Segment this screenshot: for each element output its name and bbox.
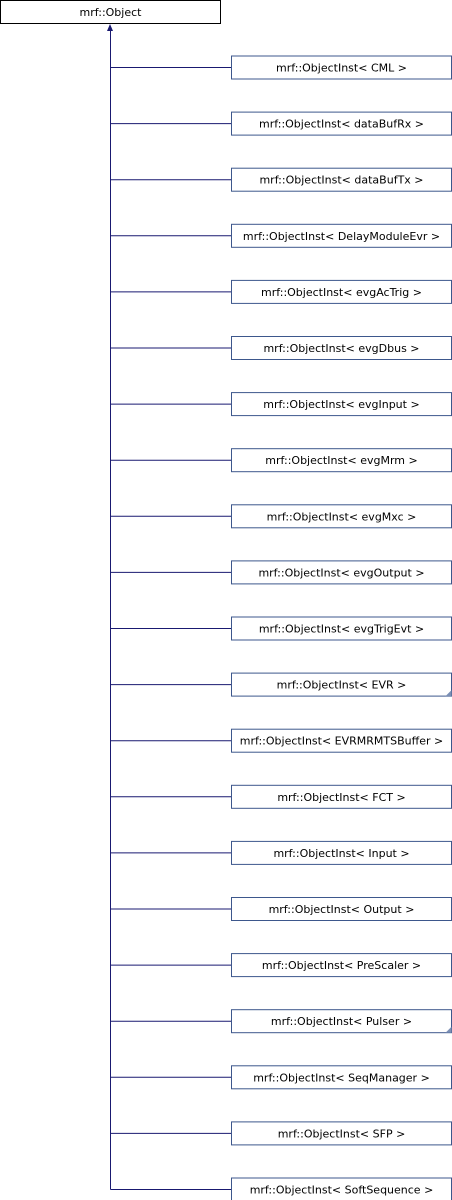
derived-class-node-delaymoduleevr[interactable]: mrf::ObjectInst< DelayModuleEvr > [110,223,452,248]
derived-class-label: mrf::ObjectInst< evgInput > [263,398,419,411]
base-class-node[interactable]: mrf::Object [0,0,221,24]
derived-class-label: mrf::ObjectInst< evgAcTrig > [261,286,422,299]
derived-class-node-evginput[interactable]: mrf::ObjectInst< evgInput > [110,392,452,417]
derived-class-label: mrf::ObjectInst< SFP > [278,1127,406,1140]
derived-class-node-prescaler[interactable]: mrf::ObjectInst< PreScaler > [110,953,452,978]
derived-class-label: mrf::ObjectInst< EVR > [277,679,407,692]
derived-class-label: mrf::ObjectInst< EVRMRMTSBuffer > [240,735,443,748]
derived-class-node-evgactrig[interactable]: mrf::ObjectInst< evgAcTrig > [110,279,452,304]
derived-class-label: mrf::ObjectInst< Input > [273,847,409,860]
derived-class-label: mrf::ObjectInst< evgDbus > [263,342,419,355]
derived-class-label: mrf::ObjectInst< evgTrigEvt > [259,623,424,636]
derived-class-label: mrf::ObjectInst< evgMxc > [267,510,417,523]
derived-class-node-evgmrm[interactable]: mrf::ObjectInst< evgMrm > [110,448,452,473]
derived-class-node-databufrx[interactable]: mrf::ObjectInst< dataBufRx > [110,111,452,136]
derived-class-label: mrf::ObjectInst< PreScaler > [262,959,421,972]
derived-class-node-seqmanager[interactable]: mrf::ObjectInst< SeqManager > [110,1065,452,1090]
derived-class-node-sfp[interactable]: mrf::ObjectInst< SFP > [110,1121,452,1146]
derived-class-node-softsequence[interactable]: mrf::ObjectInst< SoftSequence > [110,1177,452,1200]
derived-class-node-evgtrigevt[interactable]: mrf::ObjectInst< evgTrigEvt > [110,616,452,641]
derived-class-node-cml[interactable]: mrf::ObjectInst< CML > [110,55,452,80]
derived-class-label: mrf::ObjectInst< evgOutput > [258,566,424,579]
derived-class-node-evgmxc[interactable]: mrf::ObjectInst< evgMxc > [110,504,452,529]
derived-class-label: mrf::ObjectInst< dataBufTx > [259,174,423,187]
derived-class-node-input[interactable]: mrf::ObjectInst< Input > [110,840,452,865]
derived-class-node-evgdbus[interactable]: mrf::ObjectInst< evgDbus > [110,336,452,360]
base-class-label: mrf::Object [80,6,143,19]
derived-class-label: mrf::ObjectInst< CML > [276,62,407,75]
derived-class-node-pulser[interactable]: mrf::ObjectInst< Pulser > [110,1009,452,1034]
derived-class-label: mrf::ObjectInst< FCT > [277,791,405,804]
derived-class-list: mrf::ObjectInst< CML >mrf::ObjectInst< d… [110,55,452,1200]
inheritance-arrowhead [107,24,113,31]
derived-class-label: mrf::ObjectInst< Pulser > [271,1015,412,1028]
derived-class-node-evrmrmtsbuffer[interactable]: mrf::ObjectInst< EVRMRMTSBuffer > [110,728,452,753]
derived-class-node-evr[interactable]: mrf::ObjectInst< EVR > [110,672,452,697]
more-subclasses-marker [445,1026,452,1033]
derived-class-node-fct[interactable]: mrf::ObjectInst< FCT > [110,784,452,809]
derived-class-label: mrf::ObjectInst< evgMrm > [265,454,417,467]
derived-class-label: mrf::ObjectInst< DelayModuleEvr > [243,230,440,243]
derived-class-node-databuftx[interactable]: mrf::ObjectInst< dataBufTx > [110,167,452,192]
derived-class-label: mrf::ObjectInst< dataBufRx > [259,118,424,131]
more-subclasses-marker [445,690,452,697]
derived-class-node-evgoutput[interactable]: mrf::ObjectInst< evgOutput > [110,560,452,585]
derived-class-label: mrf::ObjectInst< SeqManager > [253,1071,430,1084]
derived-class-node-output[interactable]: mrf::ObjectInst< Output > [110,897,452,921]
derived-class-label: mrf::ObjectInst< Output > [269,903,415,916]
derived-class-label: mrf::ObjectInst< SoftSequence > [250,1184,434,1197]
